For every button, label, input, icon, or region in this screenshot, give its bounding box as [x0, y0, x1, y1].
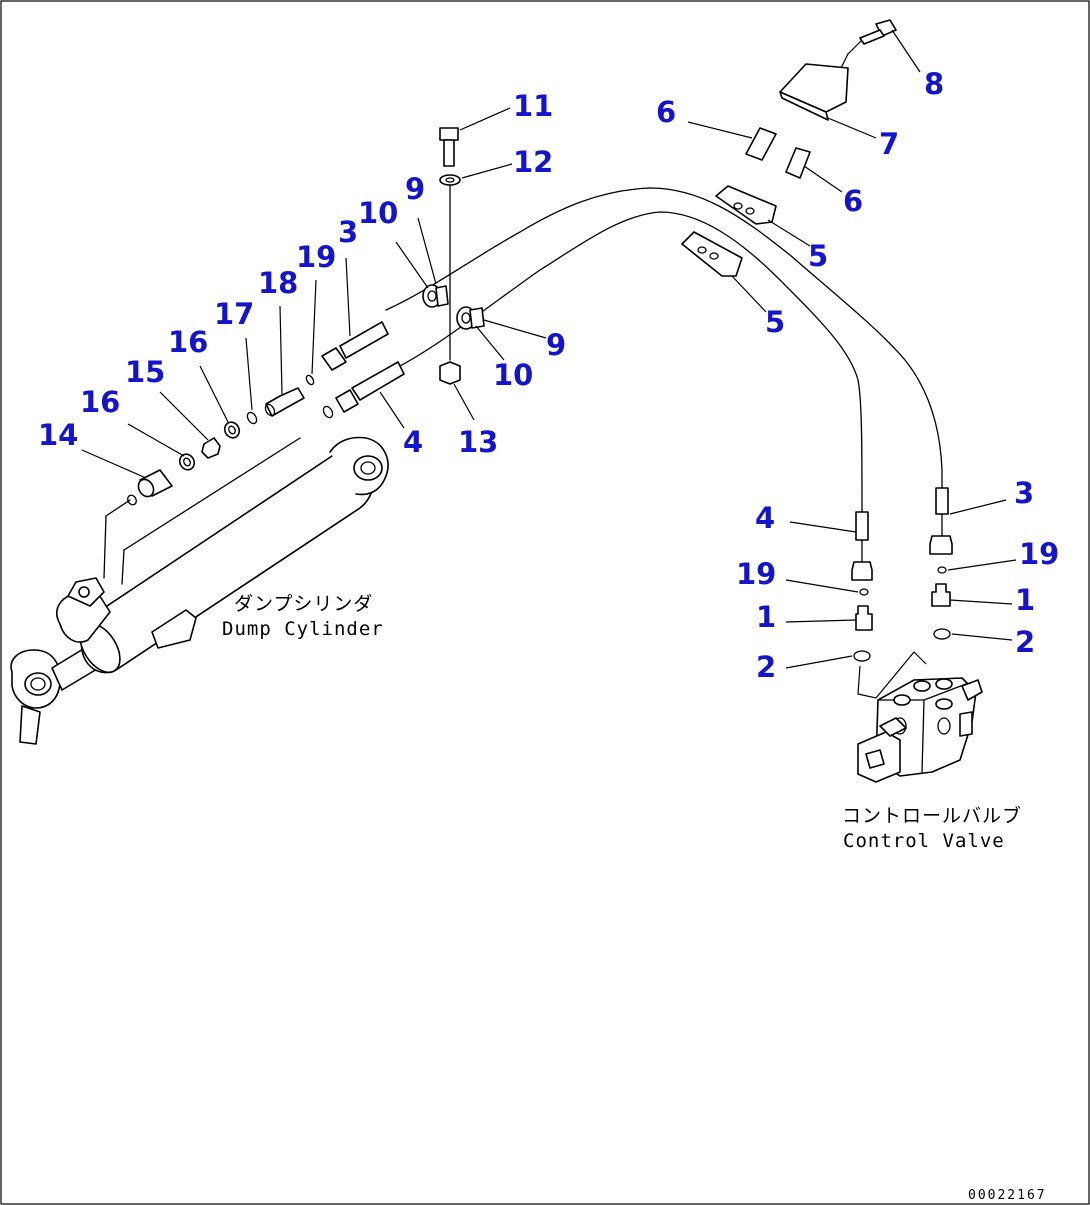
part-5-clamp-a [715, 185, 777, 225]
callout-11: 11 [513, 89, 553, 123]
callout-2-right: 2 [1015, 625, 1035, 659]
part-13-nut [439, 361, 461, 385]
part-1-connector-a [855, 605, 873, 631]
callout-5-lower: 5 [765, 305, 785, 339]
callout-5-upper: 5 [808, 239, 828, 273]
callout-8: 8 [924, 67, 944, 101]
callout-4-cylinder: 4 [403, 425, 423, 459]
part-15-nut [201, 437, 221, 459]
callout-9-upper: 9 [405, 172, 425, 206]
hose-3 [385, 187, 943, 489]
drawing-number: 00022167 [968, 1188, 1047, 1203]
hose-3-end-cylinder [321, 321, 389, 371]
callout-19-valve-right: 19 [1019, 537, 1059, 571]
hose-3-end-valve [929, 487, 953, 555]
part-9-clamp-a [422, 284, 449, 308]
part-2-o-ring-b [933, 628, 951, 640]
dump-cylinder-label-en: Dump Cylinder [222, 618, 384, 640]
part-6-spacer-b [785, 147, 811, 179]
part-12-washer [439, 174, 461, 186]
part-6-spacer-a [745, 127, 777, 161]
control-valve-label-en: Control Valve [843, 830, 1005, 852]
control-valve [857, 677, 983, 783]
callout-19-valve-left: 19 [736, 557, 776, 591]
callout-18: 18 [258, 266, 298, 300]
callout-17: 17 [214, 297, 254, 331]
callout-13: 13 [458, 425, 498, 459]
callout-16-upper: 16 [168, 325, 208, 359]
part-1-connector-b [931, 583, 951, 607]
part-17-o-ring [246, 411, 258, 425]
hose-4-end-cylinder [322, 361, 405, 419]
part-18-connector [264, 387, 305, 417]
part-19-o-ring-left [305, 374, 315, 386]
callout-2-left: 2 [756, 650, 776, 684]
callout-10-lower: 10 [493, 358, 533, 392]
callout-12: 12 [513, 145, 553, 179]
callout-6-right: 6 [843, 184, 863, 218]
part-8-bolt [859, 19, 897, 45]
part-7-cover [779, 63, 849, 121]
part-14-adapter [127, 469, 173, 506]
callout-3-valve: 3 [1014, 476, 1034, 510]
callout-7: 7 [879, 127, 899, 161]
callout-19-cylinder: 19 [296, 240, 336, 274]
hose-4 [397, 211, 863, 513]
dump-cylinder [10, 436, 389, 745]
hose-4-end-valve [851, 511, 873, 581]
part-16-washer-b [223, 421, 241, 439]
part-11-bolt [439, 127, 459, 167]
callout-10-upper: 10 [358, 196, 398, 230]
part-19-o-ring-valve-b [937, 566, 947, 574]
callout-1-right: 1 [1015, 583, 1035, 617]
part-19-o-ring-valve-a [859, 588, 869, 596]
dump-cylinder-label-jp: ダンプシリンダ [234, 593, 373, 615]
callout-1-left: 1 [756, 600, 776, 634]
part-2-o-ring-a [853, 650, 871, 662]
callout-9-lower: 9 [546, 328, 566, 362]
leader-lines [81, 29, 1017, 669]
part-16-washer-a [178, 453, 196, 471]
callout-3-cylinder: 3 [338, 215, 358, 249]
callout-15: 15 [125, 355, 165, 389]
callout-14: 14 [38, 418, 78, 452]
part-5-clamp-b [681, 231, 743, 277]
callout-6-left: 6 [656, 95, 676, 129]
callout-4-valve: 4 [755, 501, 775, 535]
callout-16-lower: 16 [80, 385, 120, 419]
valve-port-guide-line [857, 651, 927, 699]
part-8-axis [839, 39, 863, 71]
control-valve-label-jp: コントロールバルブ [842, 804, 1022, 827]
part-9-clamp-b [456, 306, 485, 330]
